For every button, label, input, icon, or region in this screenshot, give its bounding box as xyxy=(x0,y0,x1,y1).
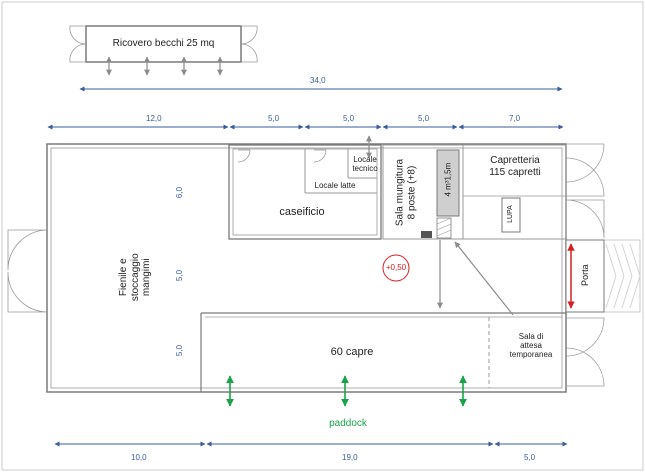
quota-label: +0,50 xyxy=(385,263,407,272)
room-label-lupa: LUPA xyxy=(506,205,514,223)
flow-arrow xyxy=(454,241,514,316)
caseificio-walls xyxy=(228,135,382,240)
dimension-total: 34,0 xyxy=(310,76,326,85)
room-label-ricovero: Ricovero becchi 25 mq xyxy=(112,38,215,49)
dimension-bottom-1: 10,0 xyxy=(131,453,147,462)
dimension-top-2: 5,0 xyxy=(268,114,280,123)
tank-label: 4 m³1,5m xyxy=(443,162,453,197)
dimension-bottom-2: 19,0 xyxy=(342,453,358,462)
room-label-locale-tecnico: Locale tecnico xyxy=(352,155,378,174)
dimension-top-1: 12,0 xyxy=(146,114,162,123)
room-label-sala-attesa: Sala di attesa temporanea xyxy=(509,332,553,360)
capretteria-walls xyxy=(462,144,567,240)
porta-label: Porta xyxy=(579,264,590,286)
lupa-box xyxy=(501,197,521,233)
dimension-lines xyxy=(47,86,568,447)
room-label-sala-mungitura: Sala mungitura 8 poste (+8) xyxy=(394,158,418,227)
left-doors xyxy=(7,229,48,313)
room-label-locale-latte: Locale latte xyxy=(314,181,356,190)
room-label-capre: 60 capre xyxy=(330,346,374,358)
right-doors xyxy=(565,143,641,387)
equipment xyxy=(421,231,432,238)
dimension-top-5: 7,0 xyxy=(509,114,521,123)
ricovero-building xyxy=(69,25,258,76)
dimension-top-3: 5,0 xyxy=(343,114,355,123)
paddock-label: paddock xyxy=(329,418,367,429)
dimension-top-4: 5,0 xyxy=(418,114,430,123)
room-label-caseificio: caseificio xyxy=(279,206,325,218)
main-building xyxy=(46,143,567,393)
room-label-capretteria: Capretteria 115 capretti xyxy=(489,155,541,178)
dimension-bottom-3: 5,0 xyxy=(524,453,536,462)
room-label-fienile: Fienile e stoccaggio mangimi xyxy=(117,253,152,302)
capre-pen xyxy=(200,312,566,392)
sala-mungitura-walls xyxy=(382,144,464,240)
dimension-left-3: 5,0 xyxy=(175,344,185,357)
quota-marker xyxy=(382,254,410,282)
dimension-left-2: 5,0 xyxy=(175,269,185,282)
dimension-left-1: 6,0 xyxy=(175,186,185,199)
